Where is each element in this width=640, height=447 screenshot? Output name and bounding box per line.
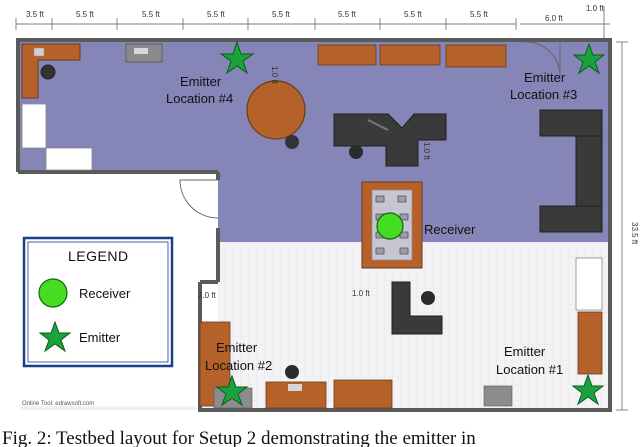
dim-left-small: 2.0 ft (198, 291, 217, 300)
dim-top-4: 5.5 ft (207, 10, 226, 19)
emitter-3-label-line1: Emitter (524, 70, 566, 85)
legend-receiver-marker (38, 278, 68, 308)
legend: LEGEND Receiver Emitter (22, 236, 174, 368)
legend-title: LEGEND (68, 248, 129, 264)
corner-desk (21, 43, 81, 99)
door-swing-right (525, 41, 561, 77)
dim-top-6: 5.5 ft (338, 10, 357, 19)
dim-right-top: 1.0 ft (586, 4, 605, 13)
bottom-desk-3 (483, 385, 513, 407)
bottom-desk-1-monitor (288, 384, 302, 391)
white-cabinet-1 (21, 103, 47, 149)
bottom-desk-2 (333, 379, 393, 409)
figure-caption: Fig. 2: Testbed layout for Setup 2 demon… (2, 428, 476, 447)
right-cabinet-lower (577, 311, 603, 375)
round-table (246, 80, 306, 149)
dim-top-1: 3.5 ft (26, 10, 45, 19)
top-dimension-line (15, 18, 517, 30)
dim-table-gap: 1.0 ft (352, 289, 371, 298)
top-desk-2 (379, 44, 441, 66)
dim-chair-gap: 1.0 ft (422, 142, 431, 161)
legend-emitter-star (38, 320, 72, 353)
top-desk-monitor (134, 48, 148, 54)
lower-dark-desk (391, 281, 443, 335)
legend-emitter-label: Emitter (79, 330, 121, 345)
dim-right-height: 33.5 ft (630, 222, 639, 245)
right-dimension-lines (520, 6, 628, 411)
receiver-marker (376, 212, 404, 240)
dim-top-3: 5.5 ft (142, 10, 161, 19)
dim-top-5: 5.5 ft (272, 10, 291, 19)
emitter-2-label-line2: Location #2 (205, 358, 272, 373)
dim-top-8: 5.5 ft (470, 10, 489, 19)
right-cabinet-upper (575, 257, 603, 311)
emitter-4-label-line2: Location #4 (166, 91, 233, 106)
emitter-2-label-line1: Emitter (216, 340, 258, 355)
dim-top-2: 5.5 ft (76, 10, 95, 19)
dim-top-7: 5.5 ft (404, 10, 423, 19)
white-cabinet-2 (45, 147, 93, 171)
dim-vertical-small: 1.0 ft (270, 66, 279, 85)
door-swing (179, 179, 219, 219)
bottom-chair-1 (285, 365, 299, 379)
tool-credit: Online Tool: edrawsoft.com (22, 401, 94, 407)
top-desk-3 (445, 44, 507, 68)
emitter-4-label-line1: Emitter (180, 74, 222, 89)
top-desk-1 (317, 44, 377, 66)
right-sofa (539, 109, 603, 233)
receiver-label: Receiver (424, 222, 476, 237)
emitter-1-star (571, 373, 605, 406)
emitter-1-label-line2: Location #1 (496, 362, 563, 377)
legend-receiver-label: Receiver (79, 286, 131, 301)
emitter-3-label-line2: Location #3 (510, 87, 577, 102)
dark-workstation (333, 113, 447, 167)
emitter-4-star (219, 40, 255, 75)
emitter-1-label-line1: Emitter (504, 344, 546, 359)
walls (16, 38, 612, 412)
emitter-3-star (572, 42, 606, 75)
dim-right-width: 6.0 ft (545, 14, 564, 23)
emitter-2-star (215, 374, 249, 407)
